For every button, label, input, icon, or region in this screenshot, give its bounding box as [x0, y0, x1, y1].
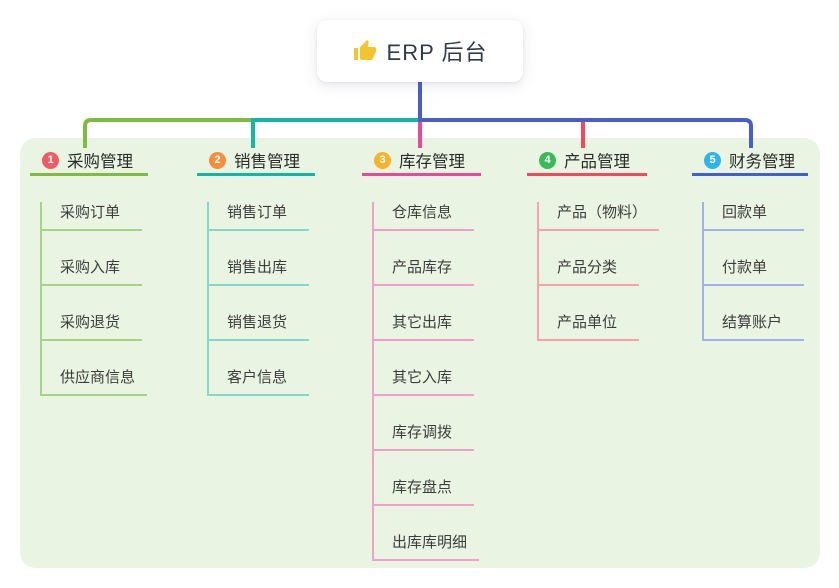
child-node[interactable]: 结算账户	[704, 312, 804, 341]
branch-column-4: 4 产品管理产品（物料） 产品分类产品单位	[527, 147, 660, 341]
child-node[interactable]: 出库库明细	[374, 532, 480, 561]
branch-title-label: 库存管理	[399, 153, 465, 171]
child-node[interactable]: 库存盘点	[374, 477, 474, 506]
branch-node-1[interactable]: 1 采购管理	[30, 147, 148, 176]
branch-title-label: 产品管理	[564, 153, 630, 171]
child-node[interactable]: 付款单	[704, 257, 804, 286]
branch-node-5[interactable]: 5 财务管理	[692, 147, 808, 176]
child-node[interactable]: 其它出库	[374, 312, 474, 341]
branch-column-3: 3 库存管理仓库信息产品库存其它出库其它入库库存调拨库存盘点出库库明细	[362, 147, 481, 561]
thumbs-up-icon	[353, 40, 376, 60]
branch-column-1: 1 采购管理采购订单采购入库采购退货供应商信息	[30, 147, 148, 396]
branch-title-label: 采购管理	[67, 153, 133, 171]
child-node[interactable]: 采购订单	[42, 202, 142, 231]
child-node[interactable]: 采购入库	[42, 257, 142, 286]
child-node[interactable]: 其它入库	[374, 367, 474, 396]
branch-node-3[interactable]: 3 库存管理	[362, 147, 481, 176]
child-node[interactable]: 库存调拨	[374, 422, 474, 451]
branch-children-list: 产品（物料） 产品分类产品单位	[537, 202, 660, 341]
branch-children-list: 采购订单采购入库采购退货供应商信息	[40, 202, 148, 396]
child-node[interactable]: 仓库信息	[374, 202, 474, 231]
root-title: ERP 后台	[386, 40, 488, 65]
branch-children-list: 回款单付款单结算账户	[702, 202, 808, 341]
child-node[interactable]: 供应商信息	[42, 367, 148, 396]
child-node[interactable]: 销售出库	[209, 257, 309, 286]
branch-children-list: 仓库信息产品库存其它出库其它入库库存调拨库存盘点出库库明细	[372, 202, 481, 561]
mindmap-canvas	[20, 138, 820, 568]
child-node[interactable]: 产品库存	[374, 257, 474, 286]
child-node[interactable]: 产品单位	[539, 312, 639, 341]
child-node[interactable]: 产品（物料）	[539, 202, 660, 231]
child-node[interactable]: 回款单	[704, 202, 804, 231]
branch-number-badge: 5	[704, 151, 721, 169]
branch-title-label: 销售管理	[234, 153, 300, 171]
branch-column-5: 5 财务管理回款单付款单结算账户	[692, 147, 808, 341]
child-node[interactable]: 销售订单	[209, 202, 309, 231]
branch-number-badge: 3	[374, 151, 391, 169]
child-node[interactable]: 销售退货	[209, 312, 309, 341]
branch-number-badge: 4	[539, 151, 556, 169]
branch-number-badge: 1	[42, 151, 59, 169]
branch-column-2: 2 销售管理销售订单销售出库销售退货客户信息	[197, 147, 315, 396]
root-node[interactable]: ERP 后台	[317, 20, 523, 82]
branch-node-4[interactable]: 4 产品管理	[527, 147, 647, 176]
branch-node-2[interactable]: 2 销售管理	[197, 147, 315, 176]
child-node[interactable]: 采购退货	[42, 312, 142, 341]
branch-title-label: 财务管理	[729, 153, 795, 171]
branch-number-badge: 2	[209, 151, 226, 169]
branch-children-list: 销售订单销售出库销售退货客户信息	[207, 202, 315, 396]
child-node[interactable]: 产品分类	[539, 257, 639, 286]
child-node[interactable]: 客户信息	[209, 367, 309, 396]
